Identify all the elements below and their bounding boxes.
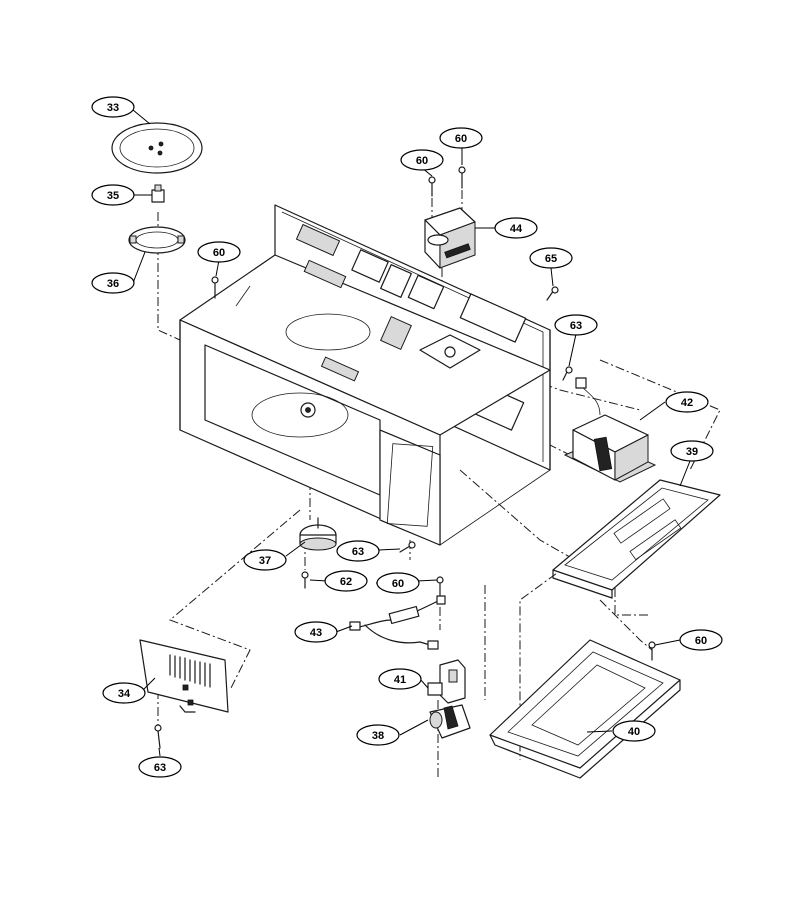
magnetron — [424, 207, 476, 269]
wire-harness — [349, 595, 446, 650]
callout-41-label: 41 — [394, 674, 406, 686]
callout-33-label: 33 — [107, 102, 119, 114]
callout-43: 43 — [294, 621, 338, 643]
screw-60-c — [211, 276, 219, 299]
callout-35-label: 35 — [107, 190, 119, 202]
callout-39: 39 — [670, 440, 714, 462]
callout-60-a: 60 — [197, 241, 241, 263]
leader-lines — [132, 109, 691, 757]
callout-44: 44 — [494, 217, 538, 239]
callout-63-a-label: 63 — [570, 320, 582, 332]
waveguide-hole — [444, 346, 456, 358]
callout-36: 36 — [91, 272, 135, 294]
callout-65: 65 — [529, 247, 573, 269]
callout-60-d-label: 60 — [392, 578, 404, 590]
oven-cavity-assembly — [179, 204, 551, 546]
callout-37: 37 — [243, 549, 287, 571]
callout-40-label: 40 — [628, 726, 640, 738]
callout-38-label: 38 — [372, 730, 384, 742]
roller-ring — [128, 226, 186, 254]
callout-60-c-label: 60 — [455, 133, 467, 145]
callout-63-a: 63 — [554, 314, 598, 336]
coupler — [151, 184, 165, 203]
callout-60-e-label: 60 — [695, 635, 707, 647]
callout-62-label: 62 — [340, 576, 352, 588]
callout-38: 38 — [356, 724, 400, 746]
screw-65 — [546, 286, 559, 301]
callout-60-a-label: 60 — [213, 247, 225, 259]
turntable-tray — [111, 122, 203, 174]
screw-60-e — [648, 641, 656, 661]
callout-43-label: 43 — [310, 627, 322, 639]
callout-34-label: 34 — [118, 688, 131, 700]
screw-63-b — [399, 541, 416, 553]
callout-62: 62 — [324, 570, 368, 592]
callout-33: 33 — [91, 96, 135, 118]
screw-60-b — [458, 166, 466, 189]
vent-slots — [169, 654, 211, 688]
callout-44-label: 44 — [510, 223, 523, 235]
transformer — [563, 377, 657, 483]
callout-37-label: 37 — [259, 555, 271, 567]
callout-63-c: 63 — [138, 756, 182, 778]
base-plate — [552, 479, 721, 599]
callout-60-b: 60 — [400, 149, 444, 171]
turntable-motor — [299, 517, 337, 551]
screw-63-c — [154, 724, 162, 749]
callout-42: 42 — [665, 391, 709, 413]
callout-42-label: 42 — [681, 397, 693, 409]
filter-panel — [489, 639, 681, 779]
callout-35: 35 — [91, 184, 135, 206]
callout-63-c-label: 63 — [154, 762, 166, 774]
callout-39-label: 39 — [686, 446, 698, 458]
callout-65-label: 65 — [545, 253, 557, 265]
callout-40: 40 — [612, 720, 656, 742]
screw-63-a — [562, 366, 573, 381]
screw-62 — [301, 571, 309, 589]
callout-36-label: 36 — [107, 278, 119, 290]
screw-60-a — [428, 176, 436, 197]
callout-34: 34 — [102, 682, 146, 704]
callout-41: 41 — [378, 668, 422, 690]
vent-grille-panel — [139, 639, 229, 713]
screw-60-d — [436, 576, 444, 596]
callout-60-e: 60 — [679, 629, 723, 651]
interlock-switch — [429, 704, 471, 739]
callout-60-c: 60 — [439, 127, 483, 149]
callout-60-d: 60 — [376, 572, 420, 594]
callout-63-b: 63 — [336, 540, 380, 562]
screws — [154, 166, 656, 749]
callout-60-b-label: 60 — [416, 155, 428, 167]
callout-63-b-label: 63 — [352, 546, 364, 558]
interlock-bracket — [427, 659, 466, 704]
